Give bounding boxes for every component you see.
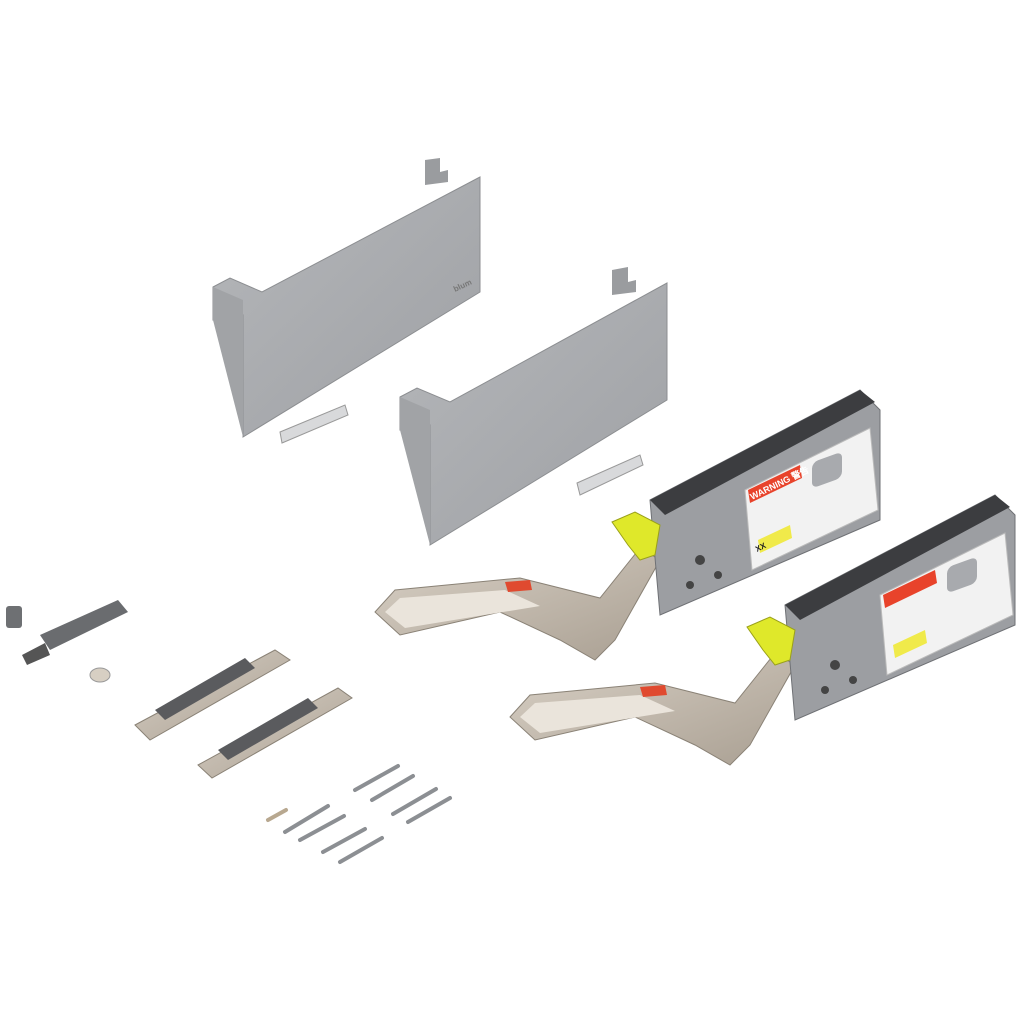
- back-panel-left: blum: [212, 158, 481, 438]
- screws: [266, 764, 452, 864]
- cover-plate-right: [576, 454, 644, 496]
- mounting-plate-2: [197, 687, 353, 779]
- cover-plate-left: [279, 404, 349, 444]
- damper-buffer: [6, 600, 128, 665]
- washer: [89, 667, 111, 683]
- back-panel-right: [399, 267, 668, 546]
- model-code: XX: [754, 541, 768, 554]
- mounting-plate-1: [134, 649, 291, 741]
